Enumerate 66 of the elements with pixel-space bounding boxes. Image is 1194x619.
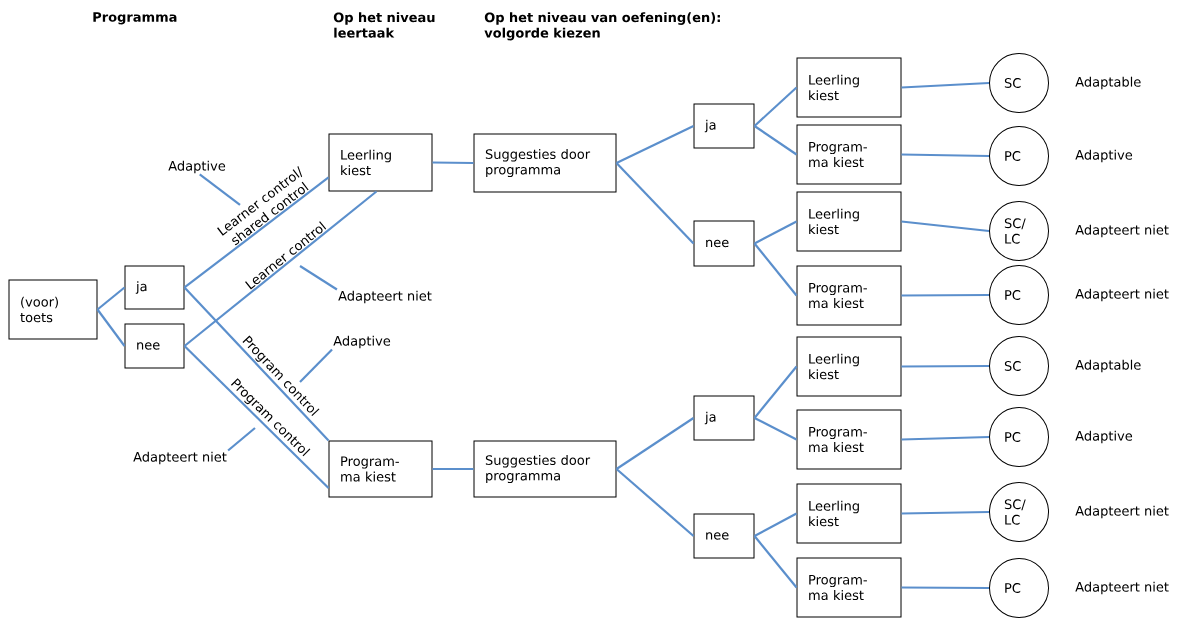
leader-line — [227, 427, 256, 452]
annotation-text: Adaptive — [333, 335, 391, 349]
outcome-label: Adaptive — [1075, 149, 1133, 163]
connector-line — [901, 364, 989, 368]
connector-line — [753, 242, 798, 297]
process-box: Leerling kiest — [328, 133, 433, 192]
connector-line — [753, 125, 798, 156]
connector-line — [432, 161, 474, 165]
connector-line — [183, 345, 330, 489]
process-box: Program- ma kiest — [328, 440, 433, 498]
connector-line — [183, 190, 378, 347]
column-heading: Programma — [93, 12, 177, 25]
process-box: Program- ma kiest — [796, 124, 902, 185]
outcome-label: Adapteert niet — [1075, 288, 1169, 302]
connector-line — [615, 417, 695, 470]
annotation-text: Adapteert niet — [338, 290, 432, 304]
process-box: Suggesties door programma — [473, 440, 617, 498]
process-box: nee — [124, 323, 185, 369]
outcome-label: Adapteert niet — [1075, 505, 1169, 519]
outcome-label: Adapteert niet — [1075, 581, 1169, 595]
column-heading: Op het niveau leertaak — [333, 12, 435, 38]
process-box: Leerling kiest — [796, 336, 902, 397]
outcome-label: Adaptable — [1075, 359, 1141, 373]
process-box: Leerling kiest — [796, 191, 902, 252]
connector-line — [183, 176, 330, 289]
leader-line — [199, 173, 241, 206]
process-box: Program- ma kiest — [796, 409, 902, 470]
connector-line — [754, 417, 797, 441]
connector-line — [183, 286, 330, 442]
connector-line — [96, 308, 126, 347]
column-heading: Op het niveau van oefening(en): volgorde kiezen — [484, 12, 720, 41]
connector-line — [615, 468, 695, 537]
connector-line — [753, 86, 798, 127]
leader-line — [299, 348, 333, 383]
connector-line — [901, 293, 989, 297]
process-box: ja — [124, 265, 185, 310]
annotation-text: Adaptive — [168, 160, 226, 174]
connector-line — [615, 162, 695, 245]
connector-line — [754, 512, 798, 537]
outcome-label: Adaptable — [1075, 76, 1141, 90]
annotation-text: Adapteert niet — [133, 451, 227, 465]
outcome-label: Adaptive — [1075, 430, 1133, 444]
process-box: Leerling kiest — [796, 57, 902, 118]
connector-line — [901, 510, 990, 515]
connector-line — [901, 153, 990, 158]
connector-line — [753, 365, 798, 419]
leader-line — [299, 265, 338, 291]
process-box: Suggesties door programma — [473, 133, 617, 193]
connector-line — [901, 220, 990, 233]
connector-line — [901, 586, 989, 590]
process-box: Program- ma kiest — [796, 557, 902, 618]
connector-line — [754, 220, 797, 245]
connector-line — [901, 435, 990, 441]
connector-line — [96, 286, 126, 311]
connector-line — [616, 125, 694, 164]
connector-line — [901, 81, 990, 89]
connector-line — [432, 467, 474, 471]
outcome-label: Adapteert niet — [1075, 224, 1169, 238]
process-box: (voor) toets — [8, 279, 98, 340]
process-box: Leerling kiest — [796, 483, 902, 544]
process-box: nee — [693, 513, 755, 559]
process-box: Program- ma kiest — [796, 265, 902, 326]
connector-line — [753, 535, 798, 589]
process-box: ja — [693, 395, 755, 441]
process-box: ja — [693, 103, 755, 149]
process-box: nee — [693, 220, 755, 267]
